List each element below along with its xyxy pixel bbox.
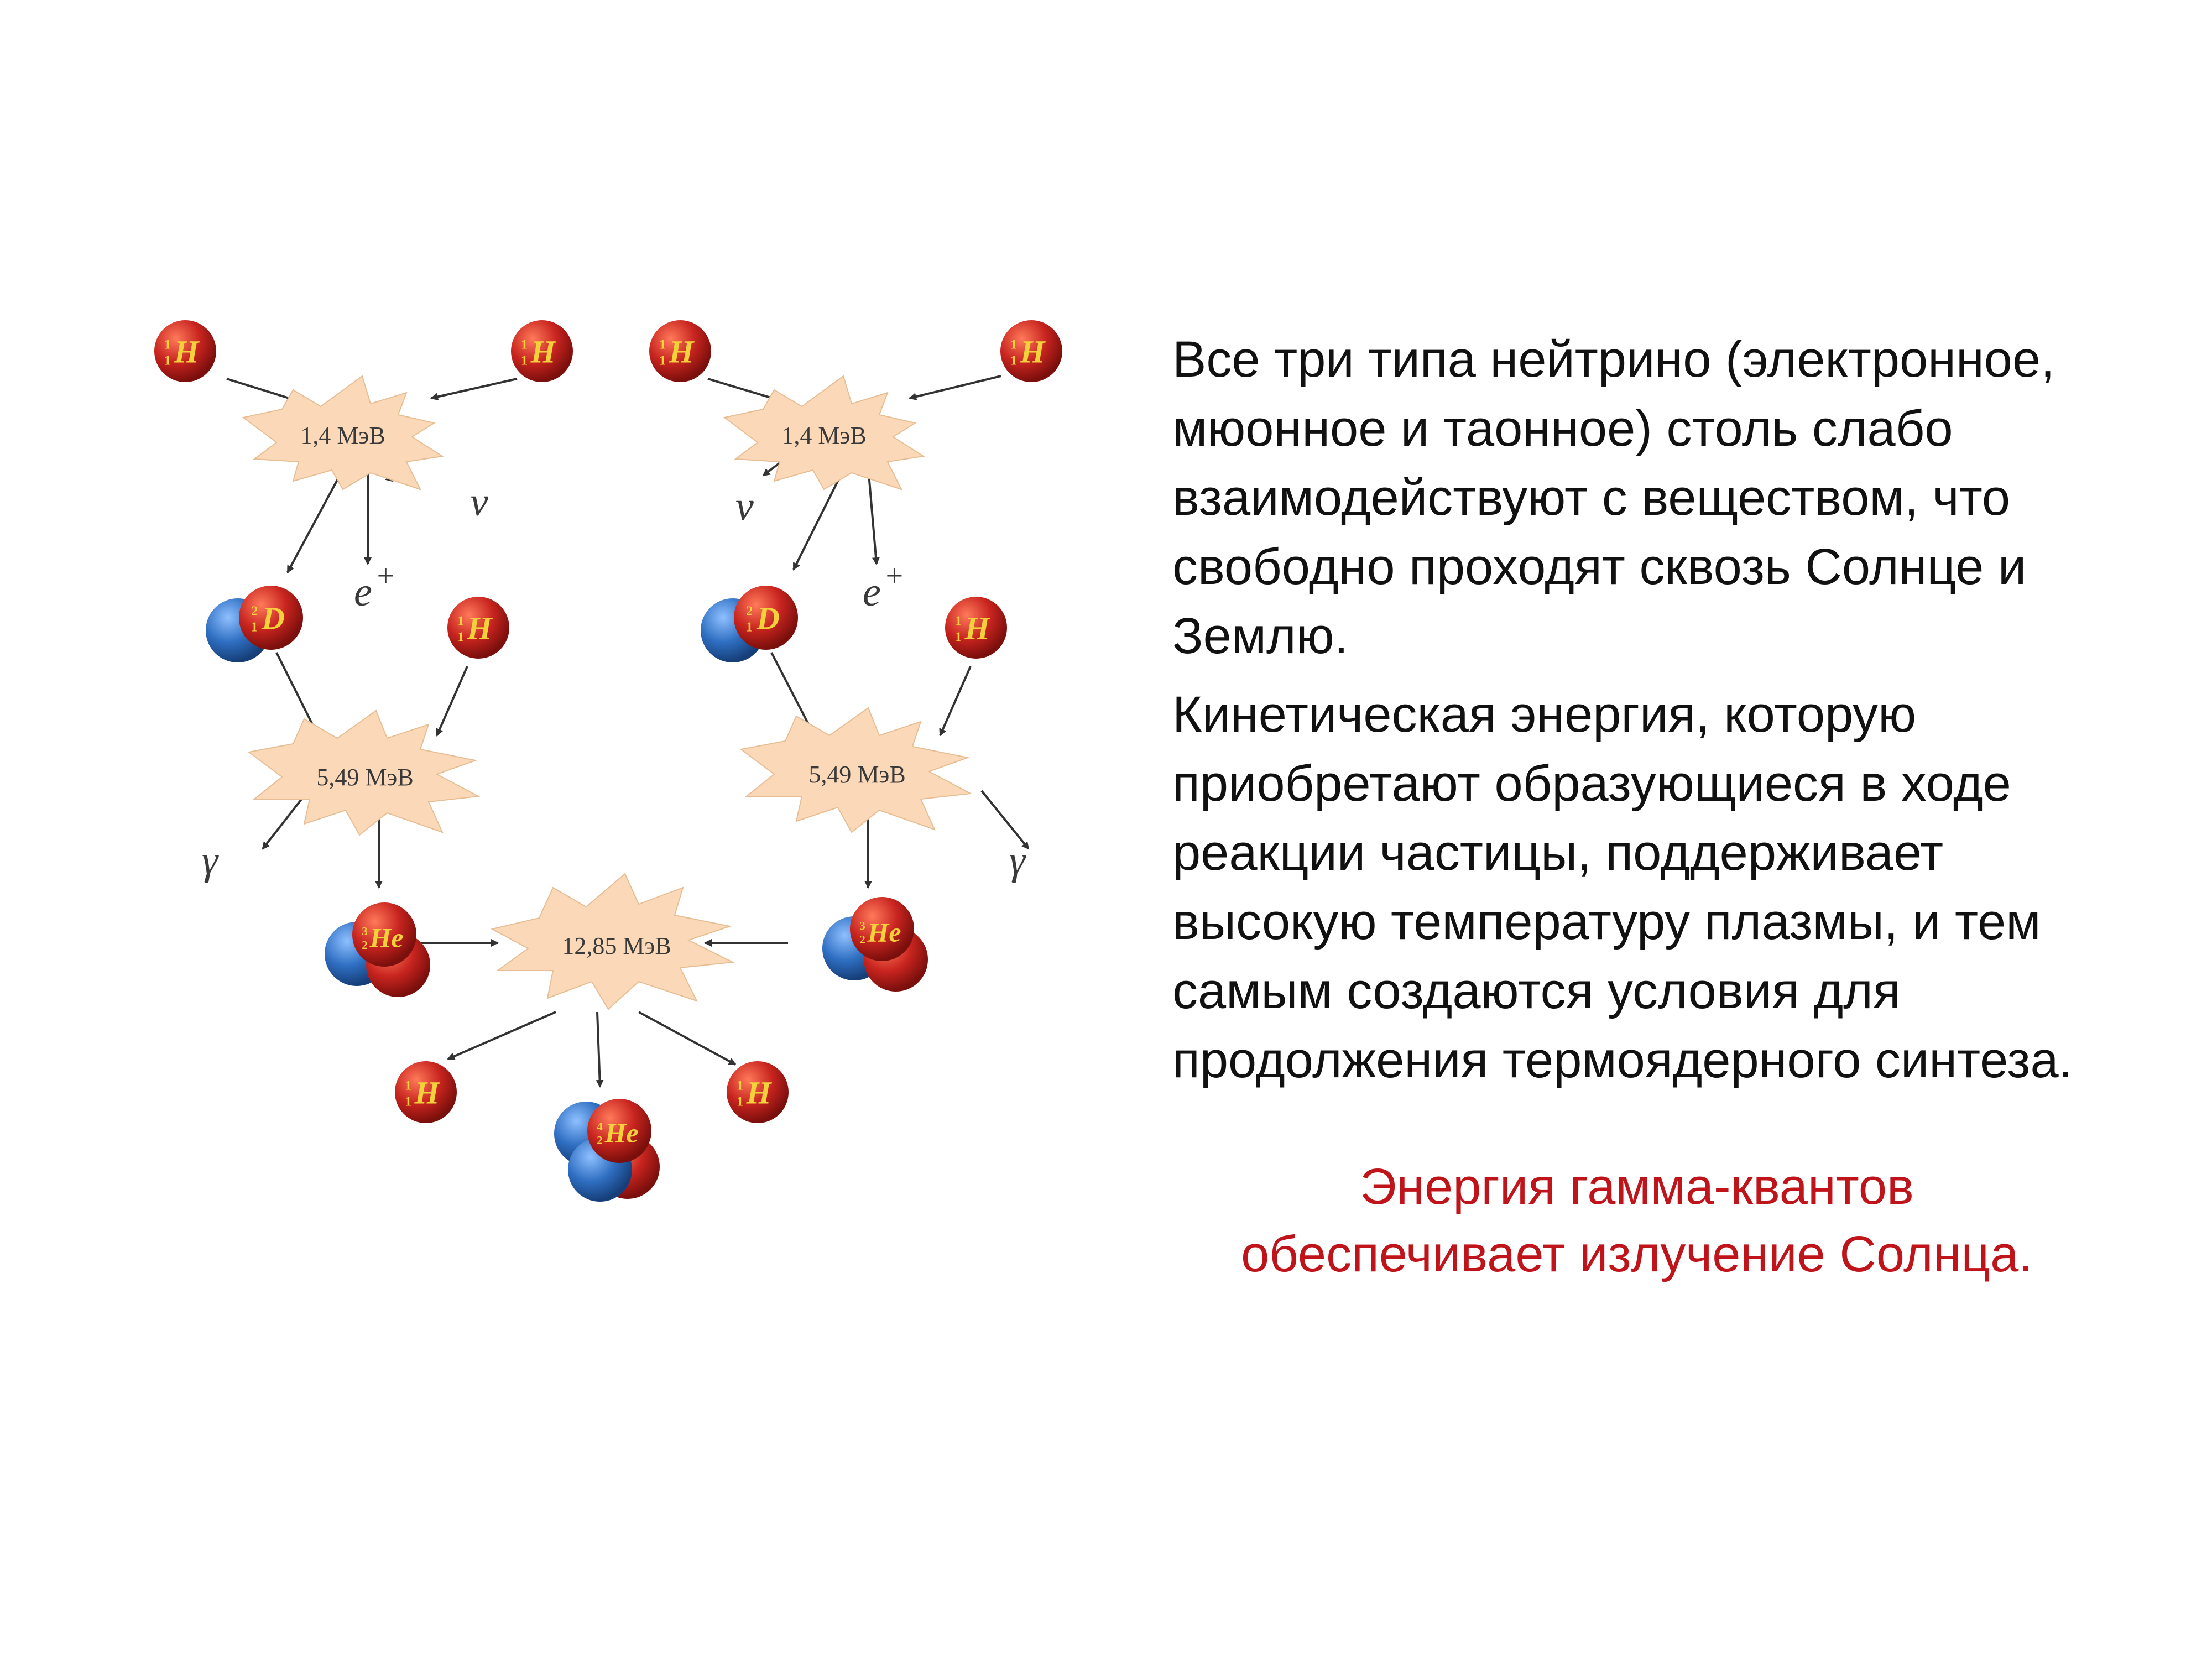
- nucleus-charge-number: 1: [251, 619, 258, 634]
- nucleus-charge-number: 2: [859, 933, 865, 946]
- nucleus-symbol: H: [964, 610, 990, 646]
- hydrogen-nucleus: H11: [727, 1061, 789, 1123]
- hydrogen-nucleus: H11: [649, 320, 711, 382]
- nucleus-mass-number: 1: [1010, 337, 1017, 352]
- nucleus-mass-number: 4: [597, 1120, 603, 1133]
- arrow-icon: [868, 467, 877, 564]
- nucleus-mass-number: 1: [659, 337, 666, 352]
- nucleus-mass-number: 2: [251, 603, 258, 618]
- arrow-icon: [597, 1012, 600, 1087]
- positron-label: e: [354, 570, 372, 615]
- nucleus-mass-number: 3: [859, 919, 865, 932]
- nucleus-charge-number: 1: [746, 619, 753, 634]
- gamma-label: γ: [202, 838, 219, 883]
- nucleus-charge-number: 1: [659, 353, 666, 368]
- energy-label: 5,49 МэВ: [808, 761, 905, 788]
- hydrogen-nucleus: H11: [1000, 320, 1062, 382]
- nucleus-mass-number: 1: [405, 1078, 411, 1093]
- nucleus-symbol: D: [756, 600, 780, 636]
- nucleus-charge-number: 1: [737, 1094, 743, 1109]
- neutrino-label: ν: [470, 479, 488, 525]
- nucleus-symbol: H: [173, 333, 200, 369]
- nucleus-charge-number: 1: [1010, 353, 1017, 368]
- nucleus-symbol: He: [867, 917, 901, 948]
- nucleus-mass-number: 1: [164, 337, 171, 352]
- nucleus-mass-number: 3: [362, 925, 368, 938]
- note-gamma-energy: Энергия гамма-квантов обеспечивает излуч…: [1189, 1153, 2085, 1288]
- nucleus-symbol: He: [604, 1118, 638, 1149]
- nucleus-charge-number: 1: [457, 629, 464, 644]
- energy-flash-2-left: 5,49 МэВ: [249, 711, 478, 835]
- arrow-icon: [431, 379, 517, 398]
- paragraph-neutrino: Все три типа нейтрино (электронное, мюон…: [1172, 325, 2190, 671]
- hydrogen-nucleus: H11: [395, 1061, 457, 1123]
- positron-charge: +: [375, 559, 396, 593]
- paragraph-kinetic-energy: Кинетическая энергия, которую приобретаю…: [1172, 680, 2190, 1095]
- energy-label: 1,4 МэВ: [781, 422, 866, 449]
- nucleus-symbol: H: [530, 333, 556, 369]
- neutrino-label: ν: [735, 484, 754, 529]
- nucleus-charge-number: 1: [405, 1094, 411, 1109]
- deuterium-nucleus: D21: [701, 586, 798, 662]
- nucleus-charge-number: 1: [164, 353, 171, 368]
- arrow-icon: [437, 666, 467, 735]
- energy-flash-2-right: 5,49 МэВ: [741, 708, 971, 832]
- nucleus-mass-number: 1: [521, 337, 528, 352]
- nucleus-mass-number: 1: [737, 1078, 743, 1093]
- energy-label: 12,85 МэВ: [562, 932, 671, 959]
- positron-left: e +: [354, 559, 396, 615]
- positron-charge: +: [884, 559, 905, 593]
- nucleus-charge-number: 1: [955, 629, 962, 644]
- nucleus-symbol: He: [369, 922, 403, 953]
- nucleus-mass-number: 1: [955, 613, 962, 628]
- nucleus-charge-number: 2: [362, 938, 368, 952]
- nucleus-symbol: H: [745, 1074, 772, 1110]
- arrow-icon: [448, 1012, 556, 1059]
- energy-label: 5,49 МэВ: [316, 764, 413, 791]
- gamma-right: γ: [1009, 838, 1026, 883]
- proton-proton-chain-diagram: 1,4 МэВ 1,4 МэВ 5,49 МэВ 5,49 МэВ 12,85 …: [111, 299, 1106, 1261]
- arrow-icon: [639, 1012, 735, 1065]
- hydrogen-nucleus: H11: [154, 320, 216, 382]
- positron-label: e: [863, 570, 881, 615]
- positron-right: e +: [863, 559, 905, 615]
- deuterium-nucleus: D21: [206, 586, 303, 662]
- neutrino-right: ν: [735, 484, 754, 529]
- energy-label: 1,4 МэВ: [300, 422, 385, 449]
- nucleus-mass-number: 1: [457, 613, 464, 628]
- nucleus-mass-number: 2: [746, 603, 753, 618]
- nucleus-symbol: H: [1019, 333, 1046, 369]
- nucleus-symbol: H: [668, 333, 695, 369]
- diagram-canvas: 1,4 МэВ 1,4 МэВ 5,49 МэВ 5,49 МэВ 12,85 …: [111, 299, 1106, 1261]
- nucleus-symbol: H: [414, 1074, 440, 1110]
- hydrogen-nucleus: H11: [945, 597, 1007, 659]
- gamma-left: γ: [202, 838, 219, 883]
- arrow-icon: [940, 666, 971, 735]
- arrow-icon: [910, 376, 1001, 398]
- arrow-icon: [771, 653, 813, 733]
- nucleus-symbol: H: [466, 610, 493, 646]
- neutrino-left: ν: [470, 479, 488, 525]
- gamma-label: γ: [1009, 838, 1026, 883]
- nucleus-charge-number: 2: [597, 1134, 603, 1147]
- hydrogen-nucleus: H11: [447, 597, 509, 659]
- hydrogen-nucleus: H11: [511, 320, 573, 382]
- nucleus-charge-number: 1: [521, 353, 528, 368]
- nucleus-symbol: D: [261, 600, 285, 636]
- energy-flash-3: 12,85 МэВ: [492, 874, 733, 1009]
